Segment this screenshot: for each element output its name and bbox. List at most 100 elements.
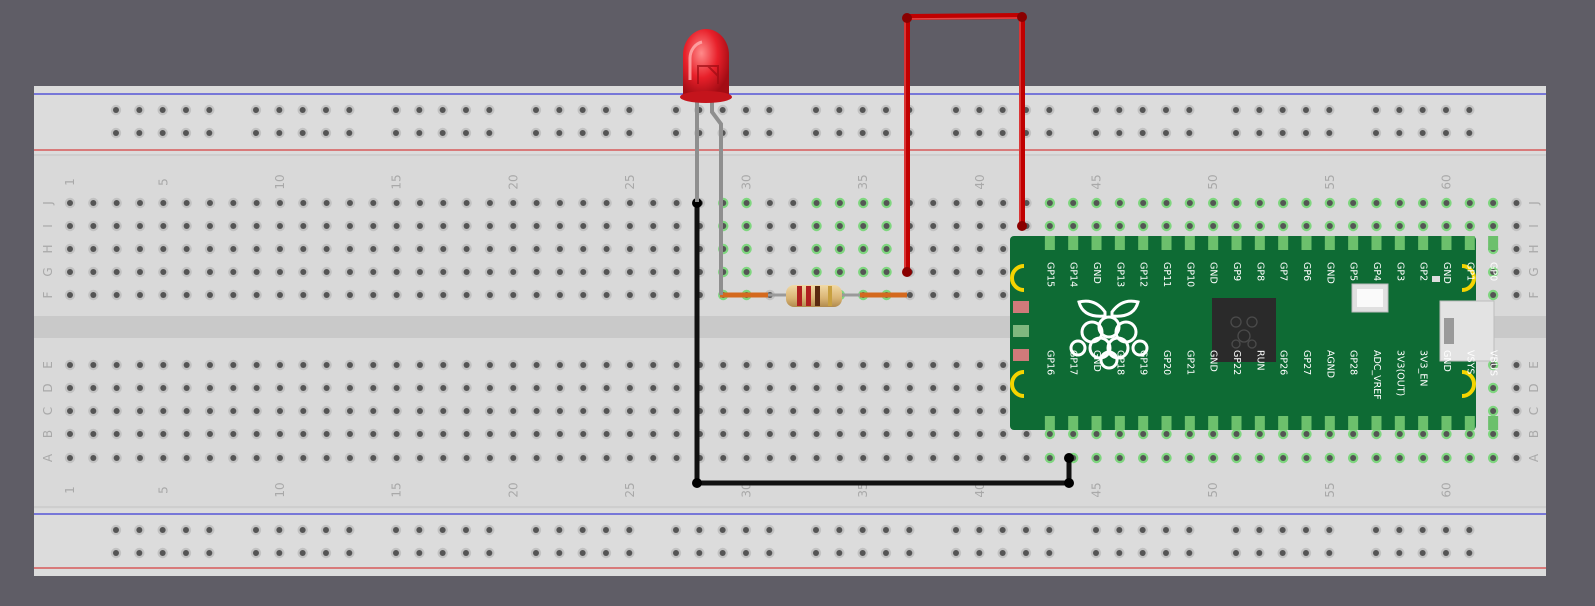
column-number: 40 — [973, 482, 987, 497]
pico-pin-top[interactable] — [1418, 236, 1429, 250]
column-number: 5 — [156, 486, 170, 494]
pico-pin-bottom[interactable] — [1231, 416, 1242, 430]
breadboard-hole-center — [953, 200, 960, 206]
breadboard-hole-center — [790, 200, 797, 206]
pico-pin-top[interactable] — [1394, 236, 1405, 250]
pico-pin-bottom[interactable] — [1114, 416, 1125, 430]
pico-pin-top[interactable] — [1044, 236, 1055, 250]
breadboard-hole-center — [790, 385, 797, 391]
power-rail-hole-center — [999, 527, 1006, 533]
row-letter: C — [41, 407, 55, 415]
pico-pin-bottom[interactable] — [1278, 416, 1289, 430]
pico-pin-top[interactable] — [1161, 236, 1172, 250]
pico-pin-bottom[interactable] — [1394, 416, 1405, 430]
breadboard-hole-center — [463, 385, 470, 391]
power-rail-hole-center — [1279, 550, 1286, 556]
breadboard-hole-center — [883, 385, 890, 391]
raspberry-pi-pico[interactable]: GP15GP16GP14GP17GNDGNDGP13GP18GP12GP19GP… — [1010, 236, 1499, 430]
pico-pin-bottom[interactable] — [1464, 416, 1475, 430]
breadboard-hole-center — [556, 431, 563, 437]
pico-pin-bottom[interactable] — [1371, 416, 1382, 430]
pico-pin-label-bottom: 3V3(OUT) — [1394, 350, 1405, 396]
breadboard-hole-center — [766, 269, 773, 275]
pico-pin-top[interactable] — [1184, 236, 1195, 250]
mounting-hole-top-left — [1010, 264, 1025, 292]
power-rail-hole-center — [1419, 527, 1426, 533]
pico-pin-bottom[interactable] — [1418, 416, 1429, 430]
power-rail-hole-center — [579, 550, 586, 556]
power-rail-hole-center — [136, 550, 143, 556]
breadboard-hole-center — [276, 455, 283, 461]
pico-pin-top[interactable] — [1278, 236, 1289, 250]
pico-pin-label-top: GP10 — [1184, 262, 1195, 287]
power-rail-hole-center — [393, 130, 399, 136]
pico-pin-top[interactable] — [1348, 236, 1359, 250]
pico-pin-bottom[interactable] — [1068, 416, 1079, 430]
breadboard-hole-center — [1046, 455, 1053, 461]
led[interactable] — [680, 29, 732, 295]
breadboard-hole-center — [1000, 292, 1007, 298]
pico-pin-bottom[interactable] — [1254, 416, 1265, 430]
pico-pin-bottom[interactable] — [1488, 416, 1499, 430]
pico-pin-top[interactable] — [1371, 236, 1382, 250]
pico-pin-top[interactable] — [1231, 236, 1242, 250]
power-rail-hole-center — [673, 107, 679, 113]
wire-red[interactable] — [904, 13, 1025, 270]
pico-pin-bottom[interactable] — [1138, 416, 1149, 430]
column-number: 50 — [1206, 482, 1220, 497]
power-rail-hole-center — [1139, 107, 1146, 113]
breadboard-hole-center — [160, 223, 167, 229]
power-rail-hole-center — [1396, 130, 1403, 136]
breadboard-hole-center — [486, 223, 493, 229]
power-rail-hole-center — [906, 550, 913, 556]
pico-pin-bottom[interactable] — [1208, 416, 1219, 430]
breadboard-hole-center — [953, 362, 960, 368]
breadboard-hole-center — [860, 408, 867, 414]
breadboard-hole-center — [136, 292, 143, 298]
breadboard-hole-center — [1116, 200, 1123, 206]
pico-pin-top[interactable] — [1091, 236, 1102, 250]
pico-pin-bottom[interactable] — [1441, 416, 1452, 430]
pico-pin-top[interactable] — [1068, 236, 1079, 250]
breadboard-hole-center — [650, 385, 657, 391]
breadboard-hole-center — [1000, 385, 1007, 391]
pico-pin-top[interactable] — [1208, 236, 1219, 250]
pico-pin-bottom[interactable] — [1184, 416, 1195, 430]
breadboard-hole-center — [440, 246, 447, 252]
breadboard-hole-center — [813, 223, 820, 229]
pico-pin-bottom[interactable] — [1324, 416, 1335, 430]
pico-pin-top[interactable] — [1441, 236, 1452, 250]
pico-pin-label-top: GP13 — [1114, 262, 1125, 287]
breadboard-hole-center — [953, 408, 960, 414]
pico-pin-top[interactable] — [1488, 236, 1499, 250]
pico-pin-label-bottom: VSYS — [1464, 350, 1475, 374]
breadboard-hole-center — [323, 292, 330, 298]
power-rail-hole-center — [346, 107, 353, 113]
pico-pin-top[interactable] — [1114, 236, 1125, 250]
pico-pin-top[interactable] — [1254, 236, 1265, 250]
breadboard-hole-center — [790, 408, 797, 414]
breadboard-hole-center — [416, 385, 423, 391]
pico-pin-bottom[interactable] — [1091, 416, 1102, 430]
pico-pin-bottom[interactable] — [1161, 416, 1172, 430]
breadboard-hole-center — [650, 200, 657, 206]
breadboard-hole-center — [486, 431, 493, 437]
resistor[interactable] — [720, 285, 907, 307]
pico-pin-bottom[interactable] — [1044, 416, 1055, 430]
pico-pin-bottom[interactable] — [1301, 416, 1312, 430]
breadboard-hole-center — [440, 269, 447, 275]
pico-pin-bottom[interactable] — [1348, 416, 1359, 430]
pico-pin-top[interactable] — [1138, 236, 1149, 250]
pico-pin-top[interactable] — [1464, 236, 1475, 250]
power-rail-hole-center — [159, 130, 166, 136]
breadboard-hole-center — [953, 431, 960, 437]
power-rail-hole-center — [276, 550, 283, 556]
power-rail-hole-center — [439, 527, 446, 533]
pico-pin-top[interactable] — [1324, 236, 1335, 250]
pico-pin-top[interactable] — [1301, 236, 1312, 250]
mounting-hole-bottom-left — [1010, 370, 1025, 398]
breadboard-hole-center — [1046, 223, 1053, 229]
breadboard-hole-center — [206, 455, 213, 461]
wire-black[interactable] — [694, 202, 1072, 486]
power-rail-hole-center — [159, 550, 166, 556]
